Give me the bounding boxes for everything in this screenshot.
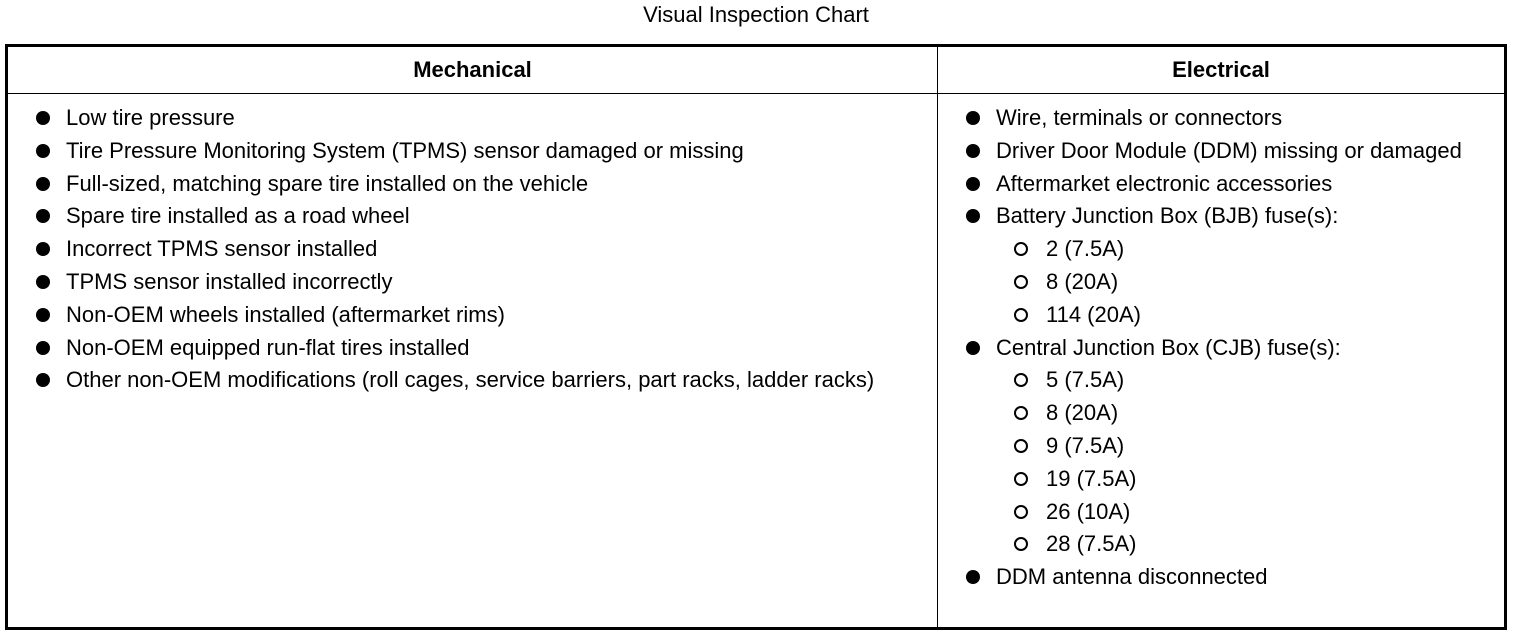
list-item: Other non-OEM modifications (roll cages,… <box>8 365 937 395</box>
list-item: Central Junction Box (CJB) fuse(s): 5 (7.… <box>938 333 1504 560</box>
hollow-bullet-icon <box>1014 307 1028 322</box>
list-item-text: Spare tire installed as a road wheel <box>66 203 410 229</box>
sub-list-item: 2 (7.5A) <box>996 234 1484 264</box>
sub-list-item: 28 (7.5A) <box>996 529 1484 559</box>
hollow-bullet-icon <box>1014 242 1028 257</box>
list-item: Full-sized, matching spare tire installe… <box>8 169 937 199</box>
list-item: Non-OEM wheels installed (aftermarket ri… <box>8 300 937 330</box>
sub-list-item: 8 (20A) <box>996 398 1484 428</box>
list-item-text: Driver Door Module (DDM) missing or dama… <box>996 137 1462 163</box>
hollow-bullet-icon <box>1014 471 1028 486</box>
list-item: TPMS sensor installed incorrectly <box>8 267 937 297</box>
sub-list-item: 26 (10A) <box>996 497 1484 527</box>
bullet-icon <box>966 143 980 158</box>
list-item: Incorrect TPMS sensor installed <box>8 234 937 264</box>
hollow-bullet-icon <box>1014 537 1028 552</box>
list-item-text: Incorrect TPMS sensor installed <box>66 236 378 262</box>
hollow-bullet-icon <box>1014 373 1028 388</box>
bullet-icon <box>36 111 50 125</box>
bullet-icon <box>966 570 980 585</box>
sub-list-item: 9 (7.5A) <box>996 431 1484 461</box>
list-item-text: Battery Junction Box (BJB) fuse(s): <box>996 203 1339 229</box>
bullet-icon <box>36 209 50 224</box>
sub-list-item-text: 8 (20A) <box>1046 400 1119 426</box>
sub-list-item-text: 19 (7.5A) <box>1046 465 1137 491</box>
sub-list-item: 114 (20A) <box>996 300 1484 330</box>
list-item: Wire, terminals or connectors <box>938 103 1504 133</box>
bullet-icon <box>36 143 50 158</box>
list-item-text: Tire Pressure Monitoring System (TPMS) s… <box>66 137 744 163</box>
sub-list-item: 5 (7.5A) <box>996 365 1484 395</box>
sub-list: 2 (7.5A) 8 (20A) 114 (20A) <box>996 234 1484 330</box>
list-item-text: Non-OEM equipped run-flat tires installe… <box>66 334 470 360</box>
sub-list-item-text: 8 (20A) <box>1046 268 1119 294</box>
bullet-icon <box>36 340 50 355</box>
hollow-bullet-icon <box>1014 438 1028 453</box>
list-item: Driver Door Module (DDM) missing or dama… <box>938 136 1504 166</box>
hollow-bullet-icon <box>1014 274 1028 289</box>
sub-list: 5 (7.5A) 8 (20A) 9 (7.5A) 19 (7.5A) 26 (10A)… <box>996 365 1484 559</box>
list-item-text: DDM antenna disconnected <box>996 564 1268 590</box>
bullet-icon <box>966 209 980 224</box>
sub-list-item-text: 9 (7.5A) <box>1046 432 1125 458</box>
chart-caption: Visual Inspection Chart <box>643 2 869 27</box>
list-item: Battery Junction Box (BJB) fuse(s): 2 (7.… <box>938 201 1504 329</box>
sub-list-item-text: 28 (7.5A) <box>1046 531 1137 557</box>
bullet-icon <box>966 176 980 191</box>
list-item: Non-OEM equipped run-flat tires installe… <box>8 333 937 363</box>
list-item: DDM antenna disconnected <box>938 562 1504 592</box>
list-item-text: Non-OEM wheels installed (aftermarket ri… <box>66 301 505 327</box>
hollow-bullet-icon <box>1014 504 1028 519</box>
sub-list-item-text: 114 (20A) <box>1046 301 1141 327</box>
list-item-text: TPMS sensor installed incorrectly <box>66 268 393 294</box>
list-item-text: Other non-OEM modifications (roll cages,… <box>66 367 875 393</box>
bullet-icon <box>36 307 50 322</box>
list-item-text: Full-sized, matching spare tire installe… <box>66 170 589 196</box>
bullet-icon <box>36 373 50 388</box>
sub-list-item-text: 26 (10A) <box>1046 498 1131 524</box>
list-item-text: Wire, terminals or connectors <box>996 105 1283 130</box>
mechanical-column-header: Mechanical <box>8 47 938 93</box>
list-item-text: Aftermarket electronic accessories <box>996 170 1333 196</box>
sub-list-item-text: 2 (7.5A) <box>1046 236 1125 262</box>
bullet-icon <box>36 274 50 289</box>
sub-list-item: 19 (7.5A) <box>996 464 1484 494</box>
list-item: Tire Pressure Monitoring System (TPMS) s… <box>8 136 937 166</box>
list-item: Aftermarket electronic accessories <box>938 169 1504 199</box>
list-item-text: Central Junction Box (CJB) fuse(s): <box>996 334 1341 360</box>
hollow-bullet-icon <box>1014 406 1028 421</box>
list-item-text: Low tire pressure <box>66 105 235 130</box>
bullet-icon <box>36 242 50 257</box>
table-header-row: Mechanical Electrical <box>8 47 1504 94</box>
list-item: Low tire pressure <box>8 103 937 133</box>
electrical-column-header: Electrical <box>1172 57 1270 82</box>
sub-list-item: 8 (20A) <box>996 267 1484 297</box>
list-item: Spare tire installed as a road wheel <box>8 201 937 231</box>
sub-list-item-text: 5 (7.5A) <box>1046 367 1125 393</box>
bullet-icon <box>966 111 980 125</box>
bullet-icon <box>966 340 980 355</box>
bullet-icon <box>36 176 50 191</box>
